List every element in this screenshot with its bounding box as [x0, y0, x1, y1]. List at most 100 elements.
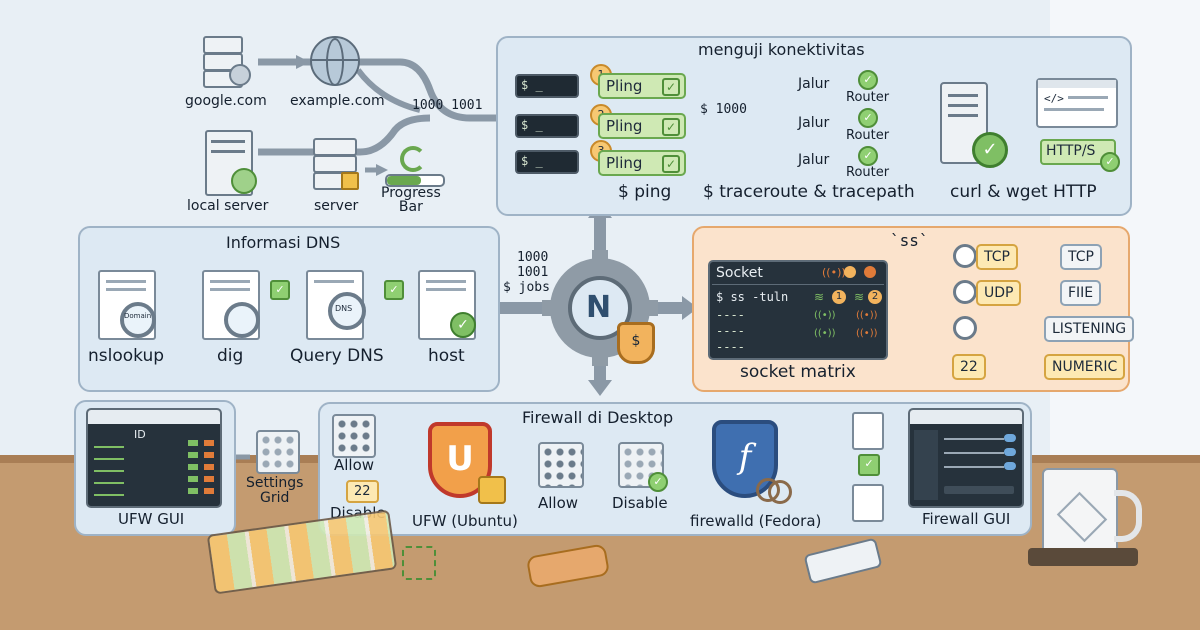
magnifier-icon [953, 316, 977, 340]
close-icon[interactable] [864, 266, 876, 278]
ss-result-tcp: TCP [1060, 244, 1102, 270]
router-label-1: Router [846, 90, 890, 105]
ss-result-file: FIIE [1060, 280, 1102, 306]
check-icon: ✓ [384, 280, 404, 300]
keypad-icon [538, 442, 584, 488]
google-label: google.com [185, 93, 267, 109]
check-icon: ✓ [662, 78, 680, 96]
dash-line: ---- [716, 308, 745, 322]
magnifier-icon [953, 244, 977, 268]
shield-icon: $ [617, 322, 655, 364]
window-titlebar [910, 410, 1022, 424]
terminal-2: $ _ [515, 114, 579, 138]
terminal-prompt: $ _ [521, 78, 543, 92]
face-scan-icon [402, 546, 436, 580]
settings-grid-icon [256, 430, 300, 474]
https-label: HTTP/S [1046, 143, 1096, 159]
document-icon [852, 412, 884, 450]
ping-box-3: Pling ✓ [598, 150, 686, 176]
socket-matrix-caption: socket matrix [740, 362, 856, 382]
badge-icon [844, 266, 856, 278]
signal-icon: ((•)) [856, 328, 878, 339]
code-window-icon: </> [1036, 78, 1118, 128]
router-check-icon: ✓ [858, 108, 878, 128]
ports-label: 1000 1001 [412, 98, 483, 113]
lock-icon [478, 476, 506, 504]
google-server-icon [203, 36, 251, 88]
ss-title: `ss` [890, 231, 929, 250]
ss-result-numeric: NUMERIC [1044, 354, 1126, 380]
check-icon: ✓ [662, 118, 680, 136]
ss-tag-udp: UDP [976, 280, 1022, 306]
terminal-prompt: $ _ [521, 154, 543, 168]
window-titlebar [88, 410, 220, 424]
ping-label: Pling [606, 154, 643, 172]
dns-item-host: host [428, 346, 465, 366]
connectivity-title: menguji konektivitas [698, 40, 865, 59]
progress-bar-label: Progress Bar [381, 185, 441, 215]
router-label-2: Router [846, 128, 890, 143]
signal-icon: ((•)) [856, 310, 878, 321]
dash-line: ---- [716, 340, 745, 354]
document-icon [852, 484, 884, 522]
query-tag: DNS [335, 304, 353, 313]
signal-icon: ((•)) [814, 328, 836, 339]
path-label-2: Jalur [798, 115, 830, 131]
coffee-mug-icon [1042, 468, 1142, 562]
local-server-icon [205, 130, 257, 196]
ping-box-1: Pling ✓ [598, 73, 686, 99]
check-icon: ✓ [662, 155, 680, 173]
check-icon: ✓ [858, 454, 880, 476]
firewalld-caption: firewalld (Fedora) [690, 512, 822, 530]
fedora-shield-icon: f [712, 420, 778, 498]
check-icon: ✓ [648, 472, 668, 492]
signal-icon: ((•)) [814, 310, 836, 321]
allow-left-label: Allow [334, 456, 375, 474]
terminal-1: $ _ [515, 74, 579, 98]
terminal-prompt: $ _ [521, 118, 543, 132]
wifi-icon: ≋ [854, 290, 865, 304]
allow-right-label: Allow [538, 494, 579, 512]
firewall-gui-window [908, 408, 1024, 508]
example-label: example.com [290, 93, 385, 109]
ss-command: $ ss -tuln [716, 290, 789, 304]
server-icon [313, 138, 359, 190]
dollar-1000-label: $ 1000 [700, 102, 747, 117]
server-label: server [314, 198, 359, 214]
disable-mid-label: Disable [612, 494, 668, 512]
settings-grid-label: Settings Grid [246, 475, 304, 506]
chain-icon [756, 478, 792, 504]
dash-line: ---- [716, 324, 745, 338]
server-check-icon: ✓ [972, 132, 1008, 168]
firewall-title: Firewall di Desktop [522, 408, 674, 427]
document-icon [202, 270, 260, 340]
globe-icon [310, 36, 360, 86]
col-id-label: ID [134, 428, 146, 441]
dns-item-nslookup: nslookup [88, 346, 165, 366]
path-label-1: Jalur [798, 76, 830, 92]
router-label-3: Router [846, 165, 890, 180]
refresh-icon [400, 146, 426, 172]
ufw-window: ID [86, 408, 222, 508]
coaster-icon [1028, 548, 1138, 566]
document-icon: Domain [98, 270, 156, 340]
check-icon: ✓ [270, 280, 290, 300]
ss-tag-port: 22 [952, 354, 986, 380]
wifi-icon: ≋ [814, 290, 825, 304]
dns-item-query: Query DNS [290, 346, 384, 366]
port-22-tag: 22 [346, 480, 379, 503]
ping-box-2: Pling ✓ [598, 113, 686, 139]
ping-label: Pling [606, 77, 643, 95]
router-check-icon: ✓ [858, 146, 878, 166]
terminal-3: $ _ [515, 150, 579, 174]
keypad-icon [332, 414, 376, 458]
gear-icon: N [542, 250, 658, 366]
magnifier-icon [953, 280, 977, 304]
jobs-line-1: 1000 [517, 250, 549, 265]
badge-1: 1 [832, 290, 846, 304]
jobs-line-2: 1001 [517, 265, 549, 280]
web-server-icon [940, 82, 988, 164]
local-server-label: local server [187, 198, 269, 214]
firewall-gui-caption: Firewall GUI [922, 510, 1011, 528]
ufw-caption: UFW (Ubuntu) [412, 512, 518, 530]
